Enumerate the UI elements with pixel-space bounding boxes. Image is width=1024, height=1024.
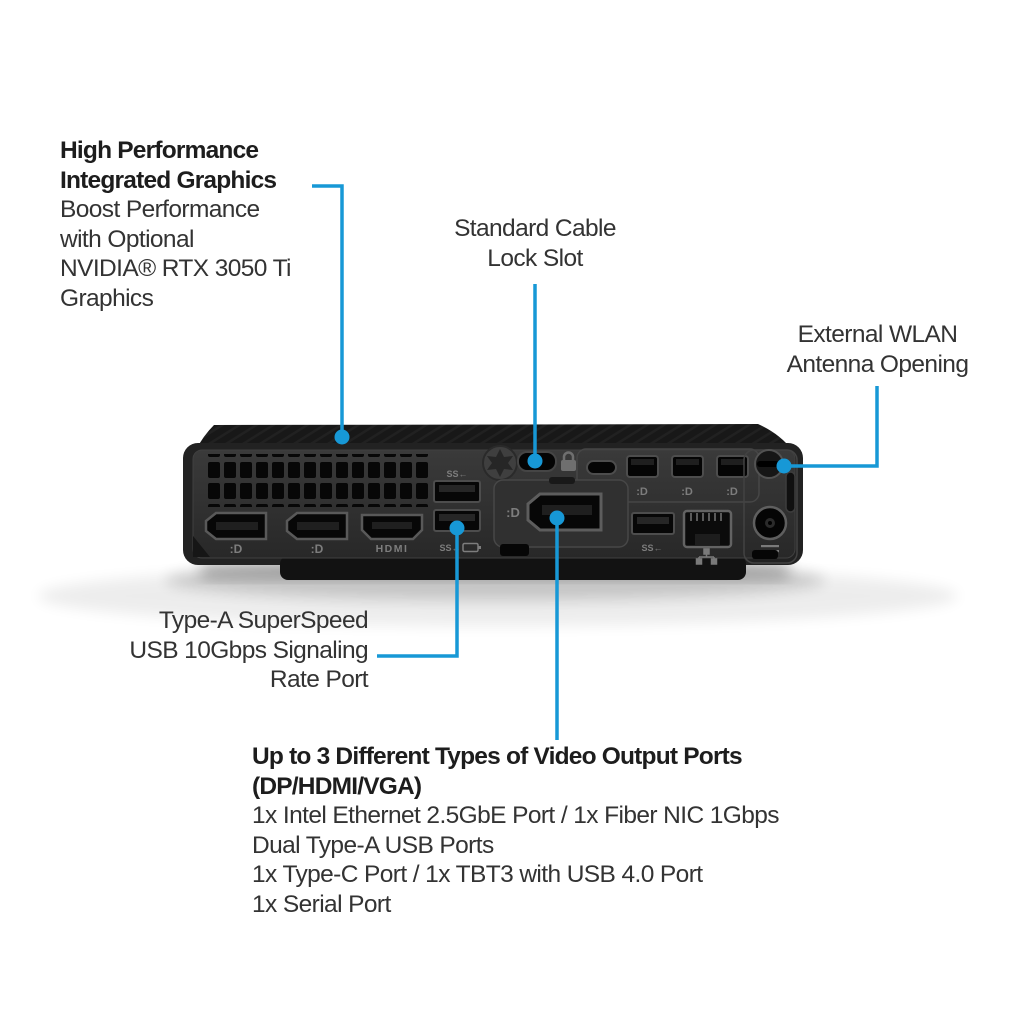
annotation-usb: Type-A SuperSpeed USB 10Gbps Signaling R… — [90, 606, 368, 695]
annotation-line: (DP/HDMI/VGA) — [252, 772, 422, 800]
mini-dp-port-1 — [626, 455, 659, 478]
mini-pc-rear-view: :D :D HDMI SS← SS← SS← :D :D :D :D — [183, 424, 803, 580]
dp-logo-flex: :D — [506, 505, 520, 520]
usb-c-port — [586, 460, 617, 475]
hdmi-label: HDMI — [376, 543, 409, 555]
callout-dot-usb — [449, 520, 465, 536]
annotation-line: External WLAN — [797, 321, 958, 348]
port-panel-seam — [576, 448, 760, 503]
callout-line-wlan — [786, 386, 879, 468]
hdmi-port — [360, 513, 424, 541]
power-connector — [752, 505, 788, 541]
lock-icon — [561, 451, 576, 471]
dp-logo-mini-1: :D — [636, 486, 648, 498]
annotation-line: Up to 3 Different Types of Video Output … — [252, 743, 743, 770]
ss-label-right-usb: SS← — [641, 543, 662, 553]
annotation-line: Rate Port — [269, 666, 369, 693]
dp-logo-mini-2: :D — [681, 486, 693, 498]
annotation-line: Lock Slot — [487, 244, 583, 272]
mini-dp-port-2 — [671, 455, 704, 478]
annotation-line: Type-A SuperSpeed — [158, 607, 369, 634]
annotation-line: 1x Type-C Port / 1x TBT3 with USB 4.0 Po… — [252, 861, 703, 888]
callout-dot-graphics — [334, 429, 350, 445]
bottom-right-slot — [752, 550, 778, 559]
annotation-line: USB 10Gbps Signaling — [129, 636, 368, 664]
base-stand — [280, 556, 746, 580]
callout-line-graphics — [312, 184, 344, 437]
dp-logo-2: :D — [311, 542, 324, 556]
annotation-line: Dual Type-A USB Ports — [252, 831, 494, 859]
annotation-line: Integrated Graphics — [60, 166, 277, 194]
ss-label-upper-usb: SS← — [446, 469, 467, 479]
annotation-line: 1x Serial Port — [252, 890, 391, 918]
ethernet-rj45-port — [682, 509, 733, 549]
vent-grille — [208, 454, 430, 507]
annotation-graphics: High Performance Integrated Graphics Boo… — [60, 136, 350, 313]
displayport-2 — [285, 511, 349, 541]
annotation-line: Graphics — [60, 284, 154, 312]
annotation-wlan: External WLAN Antenna Opening — [755, 320, 1000, 379]
annotation-line: Standard Cable — [454, 215, 616, 242]
network-icon — [695, 548, 718, 565]
dp-logo-mini-3: :D — [726, 486, 738, 498]
handle-slot — [785, 471, 796, 513]
face-corner-cut — [193, 536, 210, 557]
annotation-line: NVIDIA® RTX 3050 Ti — [60, 255, 291, 282]
annotation-line: with Optional — [60, 225, 194, 253]
annotation-video-ports: Up to 3 Different Types of Video Output … — [252, 742, 912, 919]
mini-dp-port-3 — [716, 455, 749, 478]
annotation-line: High Performance — [60, 137, 259, 164]
bottom-lock-slot — [500, 544, 529, 556]
callout-dots — [334, 429, 792, 536]
callout-line-usb — [377, 528, 459, 658]
callout-dot-wlan — [776, 458, 792, 474]
annotation-line: Antenna Opening — [786, 350, 969, 378]
battery-charge-icon — [462, 542, 481, 553]
displayport-1 — [204, 511, 268, 541]
usb-a-port-right — [631, 512, 675, 535]
thumbscrew — [482, 445, 518, 481]
annotation-line: 1x Intel Ethernet 2.5GbE Port / 1x Fiber… — [252, 802, 780, 829]
callout-dot-video — [549, 510, 565, 526]
callout-lines — [312, 184, 879, 740]
annotation-cable-lock: Standard Cable Lock Slot — [420, 214, 650, 273]
dp-logo-1: :D — [230, 542, 243, 556]
callout-dot-cable-lock — [527, 453, 543, 469]
annotation-line: Boost Performance — [60, 196, 260, 223]
ss-label-lower-usb: SS← — [439, 543, 460, 553]
usb-a-port-upper — [433, 480, 481, 503]
